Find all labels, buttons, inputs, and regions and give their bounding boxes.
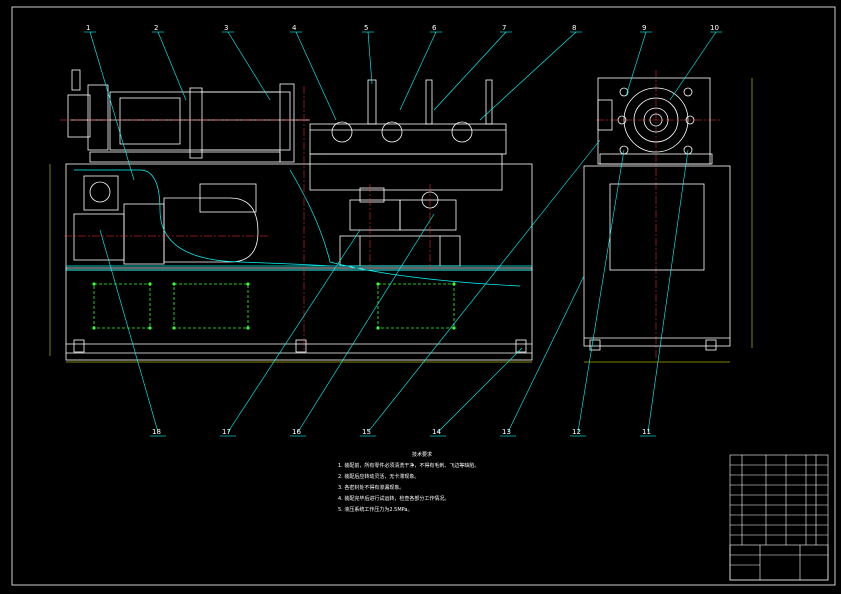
side-frame [583,165,731,347]
upper-housing [65,163,533,271]
balloon-13: 13 [502,428,511,436]
note-4: 4. 装配完毕后进行试运转，检查各部分工作情况。 [338,495,449,502]
gearbox-body [309,123,507,155]
title-block [729,454,829,581]
balloon-5: 5 [364,24,368,32]
base-frame [65,267,533,361]
technical-notes: 技术要求 1. 装配前，所有零件必须清洗干净，不得有毛刺、飞边等缺陷。 2. 装… [338,451,479,513]
dimension-lines [49,78,753,363]
center-lines [60,70,720,360]
note-1: 1. 装配前，所有零件必须清洗干净，不得有毛刺、飞边等缺陷。 [338,462,479,469]
note-3: 3. 各密封处不得有渗漏现象。 [338,484,404,491]
front-view [65,69,533,361]
balloon-15: 15 [362,428,371,436]
note-5: 5. 液压系统工作压力为2.5MPa。 [338,506,412,513]
front-view-hidden [66,169,532,287]
leader-lines [84,31,722,437]
balloon-16: 16 [292,428,301,436]
balloon-10: 10 [710,24,719,32]
notes-title: 技术要求 [412,451,432,458]
balloon-12: 12 [572,428,581,436]
balloons-bottom: 18 17 16 15 14 13 12 11 [152,428,651,436]
balloon-4: 4 [292,24,297,32]
balloon-11: 11 [642,428,651,436]
balloon-7: 7 [502,24,506,32]
balloon-2: 2 [154,24,158,32]
motor [73,213,125,261]
bolt-patterns [93,283,455,329]
balloon-9: 9 [642,24,646,32]
balloon-14: 14 [432,428,441,436]
balloon-18: 18 [152,428,161,436]
drawing-frame [11,6,836,586]
balloon-6: 6 [432,24,437,32]
balloon-1: 1 [86,24,90,32]
balloons-top: 1 2 3 4 5 6 7 8 9 10 [86,24,719,32]
side-gearbox [597,77,711,165]
balloon-17: 17 [222,428,231,436]
cylinder-body [109,91,291,151]
note-2: 2. 装配后应转动灵活，无卡滞现象。 [338,473,419,480]
balloon-3: 3 [224,24,228,32]
side-view [583,77,731,351]
bolt-dots [92,282,456,330]
gearbox-lower [309,153,503,191]
balloon-8: 8 [572,24,576,32]
